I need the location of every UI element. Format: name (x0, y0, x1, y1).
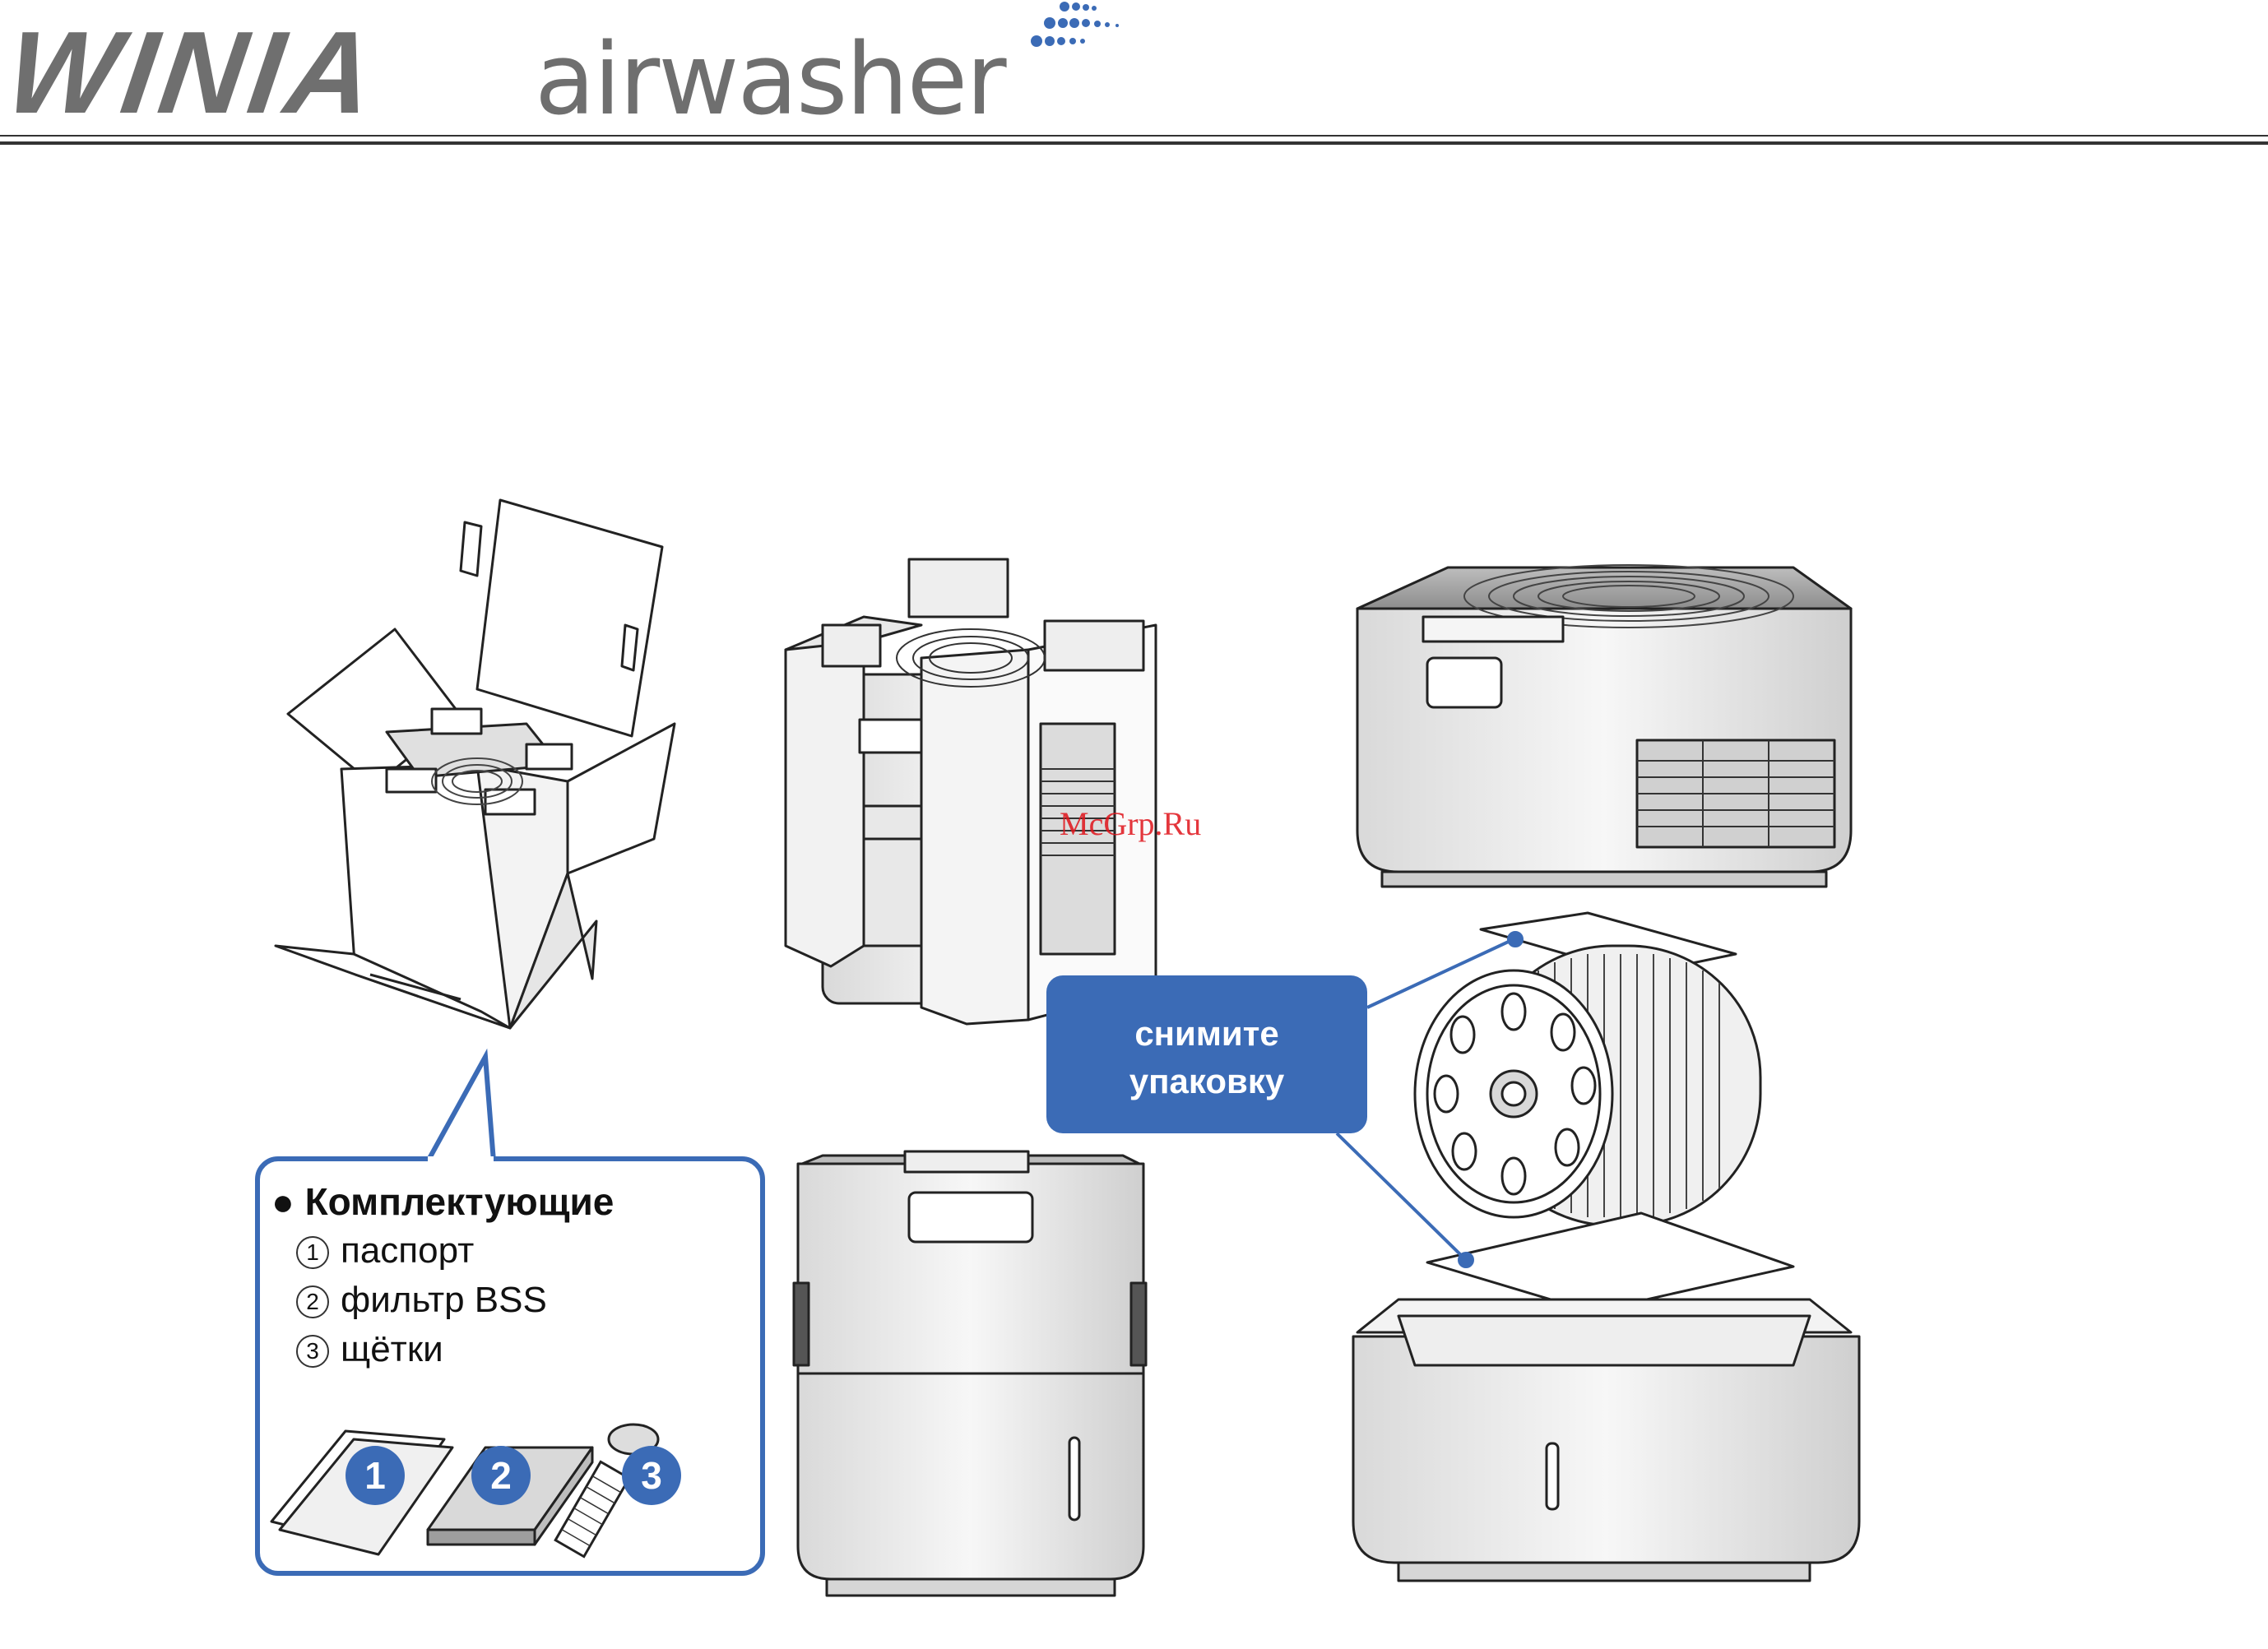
top-module-illustration (1357, 565, 1851, 887)
base-module-illustration (1353, 1299, 1859, 1581)
item-number: 3 (296, 1335, 329, 1368)
item-badge-2: 2 (471, 1446, 531, 1505)
contents-callout-pointer (428, 1057, 494, 1161)
assembled-unit-illustration (794, 1151, 1146, 1596)
watermark: McGrp.Ru (1060, 804, 1201, 843)
callout-line-1: снимите (1046, 1010, 1367, 1058)
contents-panel-gap (428, 1156, 494, 1163)
contents-item-filter: 2 фильтр BSS (296, 1280, 547, 1321)
item-label: фильтр BSS (341, 1280, 547, 1320)
contents-item-passport: 1 паспорт (296, 1230, 474, 1271)
filter-drum-illustration (1415, 913, 1793, 1312)
item-badge-3: 3 (622, 1446, 681, 1505)
item-number: 2 (296, 1285, 329, 1318)
item-label: щётки (341, 1329, 443, 1369)
open-box-illustration (276, 500, 675, 1028)
item-label: паспорт (341, 1230, 474, 1271)
contents-title: ● Комплектующие (271, 1179, 614, 1224)
callout-line-2: упаковку (1046, 1058, 1367, 1105)
remove-packaging-callout: снимите упаковку (1046, 975, 1367, 1133)
item-number: 1 (296, 1236, 329, 1269)
packed-unit-illustration (786, 559, 1156, 1024)
item-badge-1: 1 (346, 1446, 405, 1505)
contents-item-brushes: 3 щётки (296, 1329, 443, 1370)
